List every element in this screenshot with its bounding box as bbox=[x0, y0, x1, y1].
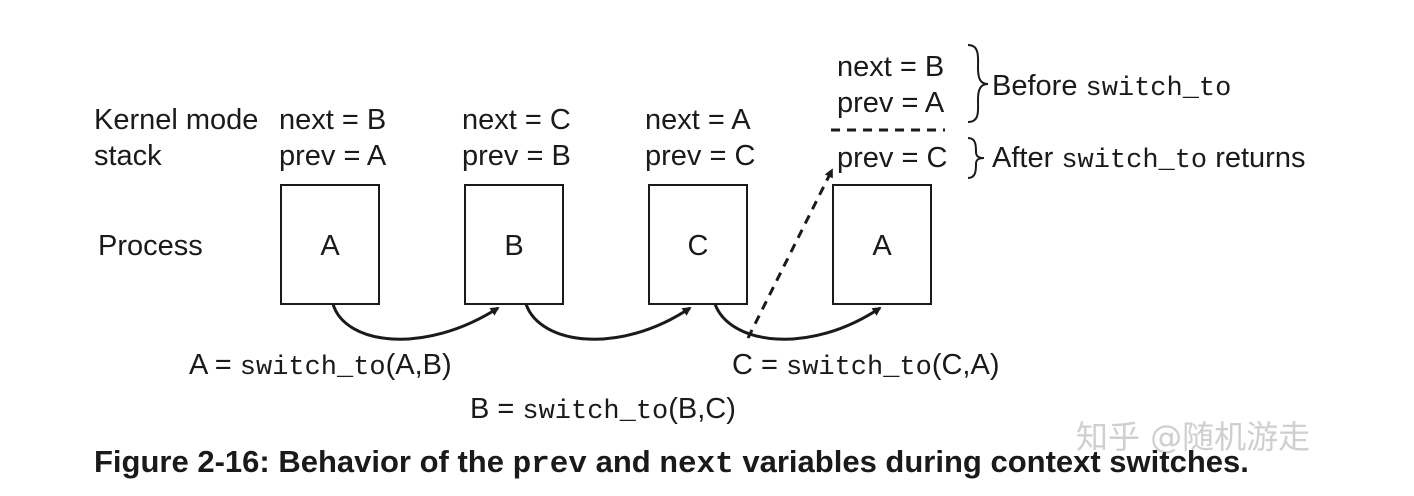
switch-arrow-a-to-b bbox=[331, 303, 500, 341]
return-dashed-arrow bbox=[746, 168, 834, 339]
caption-suffix: variables during context switches. bbox=[734, 444, 1249, 479]
before-annotation-code: switch_to bbox=[1086, 74, 1232, 104]
process-box-2 bbox=[464, 184, 564, 305]
watermark: 知乎 @随机游走 bbox=[1076, 418, 1310, 456]
process-label-1: A bbox=[320, 230, 340, 262]
switch-label-3-args: (C,A) bbox=[932, 349, 1000, 381]
after-annotation-suffix: returns bbox=[1207, 142, 1305, 174]
process-box-1 bbox=[280, 184, 380, 305]
switch-label-1: A = switch_to(A,B) bbox=[189, 349, 452, 383]
stack-prev-1: prev = A bbox=[279, 140, 387, 172]
process-box-3 bbox=[648, 184, 748, 305]
after-annotation: After switch_to returns bbox=[992, 142, 1305, 176]
switch-label-1-fn: switch_to bbox=[240, 353, 386, 383]
figure-caption: Figure 2-16: Behavior of the prev and ne… bbox=[94, 444, 1249, 482]
switch-label-1-lhs: A = bbox=[189, 349, 240, 381]
process-label-4: A bbox=[872, 230, 892, 262]
row-label-process: Process bbox=[98, 230, 203, 262]
before-annotation: Before switch_to bbox=[992, 70, 1231, 104]
switch-label-3: C = switch_to(C,A) bbox=[732, 349, 1000, 383]
switch-label-3-fn: switch_to bbox=[786, 353, 932, 383]
caption-middle: and bbox=[587, 444, 659, 479]
after-annotation-code: switch_to bbox=[1061, 146, 1207, 176]
row-label-kernel-mode: Kernel mode bbox=[94, 104, 258, 136]
switch-label-2-fn: switch_to bbox=[522, 397, 668, 427]
caption-code-prev: prev bbox=[513, 447, 588, 482]
process-label-2: B bbox=[504, 230, 523, 262]
stack-next-4: next = B bbox=[837, 51, 944, 83]
stack-next-3: next = A bbox=[645, 104, 751, 136]
row-label-stack: stack bbox=[94, 140, 162, 172]
caption-prefix: Figure 2-16: Behavior of the bbox=[94, 444, 513, 479]
caption-code-next: next bbox=[659, 447, 733, 482]
before-brace bbox=[967, 44, 989, 123]
switch-label-3-lhs: C = bbox=[732, 349, 786, 381]
process-box-4 bbox=[832, 184, 932, 305]
switch-label-1-args: (A,B) bbox=[386, 349, 452, 381]
switch-label-2-lhs: B = bbox=[470, 393, 522, 425]
after-annotation-text: After bbox=[992, 142, 1061, 174]
switch-arrow-b-to-c bbox=[524, 303, 692, 341]
switch-label-2: B = switch_to(B,C) bbox=[470, 393, 736, 427]
before-annotation-text: Before bbox=[992, 70, 1086, 102]
stack-next-2: next = C bbox=[462, 104, 571, 136]
after-brace bbox=[967, 137, 985, 179]
stack-next-1: next = B bbox=[279, 104, 386, 136]
stack-prev-3: prev = C bbox=[645, 140, 755, 172]
stack-prev-2: prev = B bbox=[462, 140, 571, 172]
switch-arrow-c-to-a bbox=[713, 303, 882, 341]
process-label-3: C bbox=[688, 230, 709, 262]
stack-prev-after-4: prev = C bbox=[837, 142, 947, 174]
stack-prev-4: prev = A bbox=[837, 87, 945, 119]
switch-label-2-args: (B,C) bbox=[668, 393, 736, 425]
